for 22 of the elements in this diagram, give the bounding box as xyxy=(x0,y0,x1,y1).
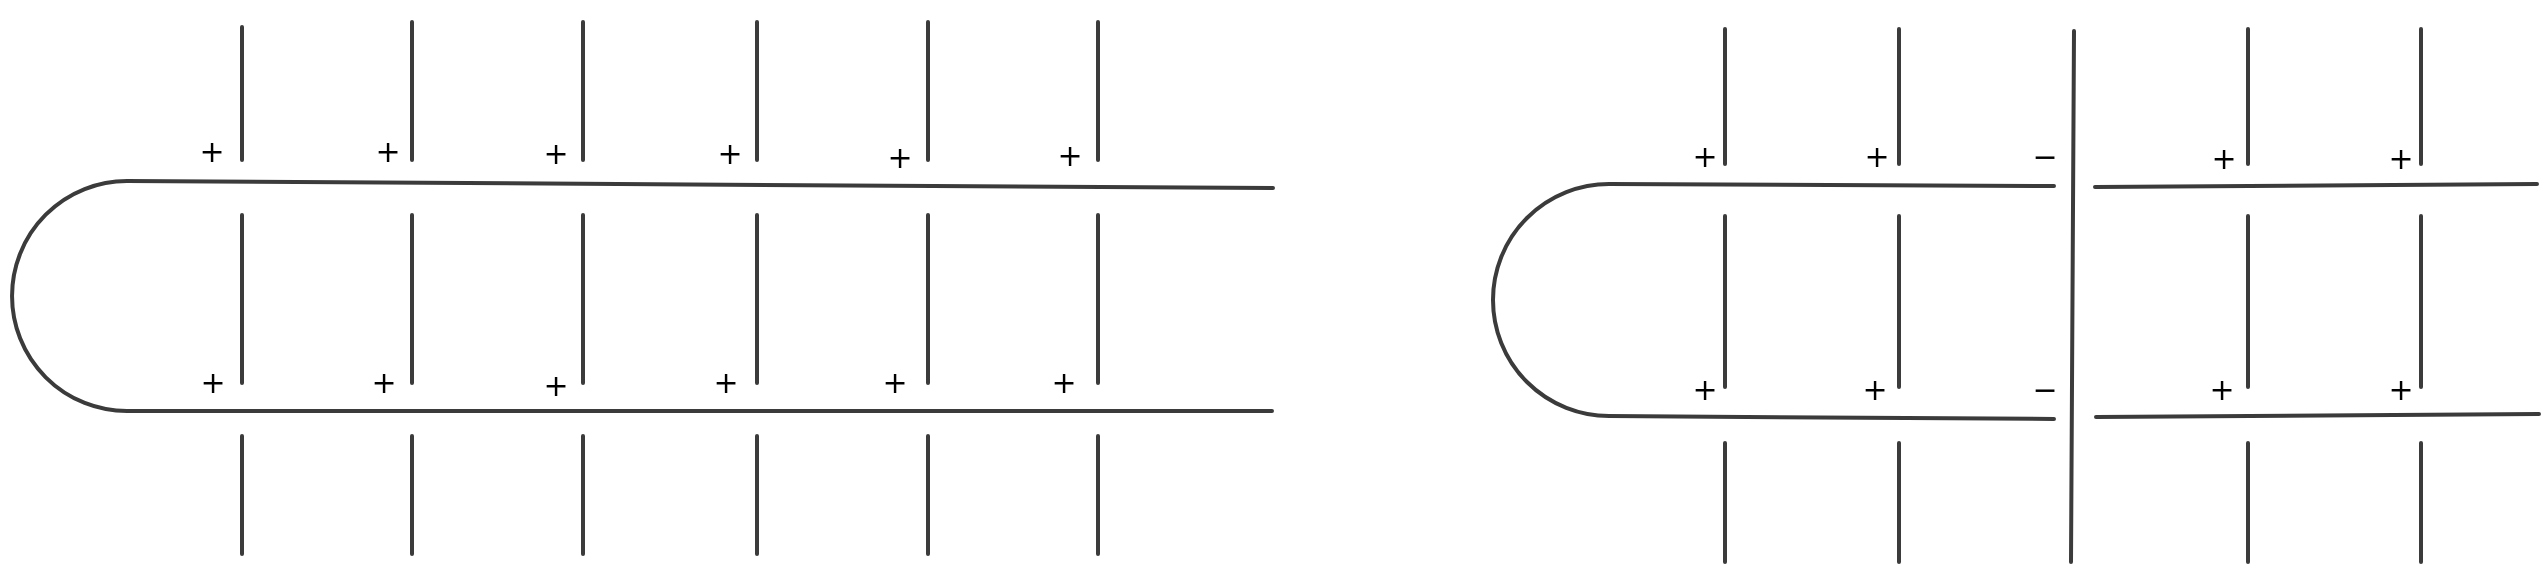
crossing-sign: + xyxy=(1692,375,1718,405)
crossing-sign: + xyxy=(543,139,569,169)
crossing-sign: + xyxy=(2388,375,2414,405)
crossing-sign: + xyxy=(1057,141,1083,171)
crossing-sign: − xyxy=(2032,375,2058,405)
crossing-sign: + xyxy=(2211,144,2237,174)
crossing-sign: + xyxy=(1864,142,1890,172)
crossing-sign: + xyxy=(1051,368,1077,398)
crossing-sign: + xyxy=(882,368,908,398)
crossing-sign: + xyxy=(2388,144,2414,174)
crossing-sign: + xyxy=(887,143,913,173)
crossing-sign: + xyxy=(199,137,225,167)
crossing-sign: − xyxy=(2032,142,2058,172)
crossing-sign: + xyxy=(717,139,743,169)
crossing-sign: + xyxy=(1692,142,1718,172)
crossing-sign: + xyxy=(375,137,401,167)
crossing-sign: + xyxy=(1862,375,1888,405)
crossing-sign: + xyxy=(371,368,397,398)
crossing-sign: + xyxy=(2209,375,2235,405)
crossing-sign: + xyxy=(200,368,226,398)
crossing-sign: + xyxy=(543,371,569,401)
crossing-sign: + xyxy=(713,368,739,398)
